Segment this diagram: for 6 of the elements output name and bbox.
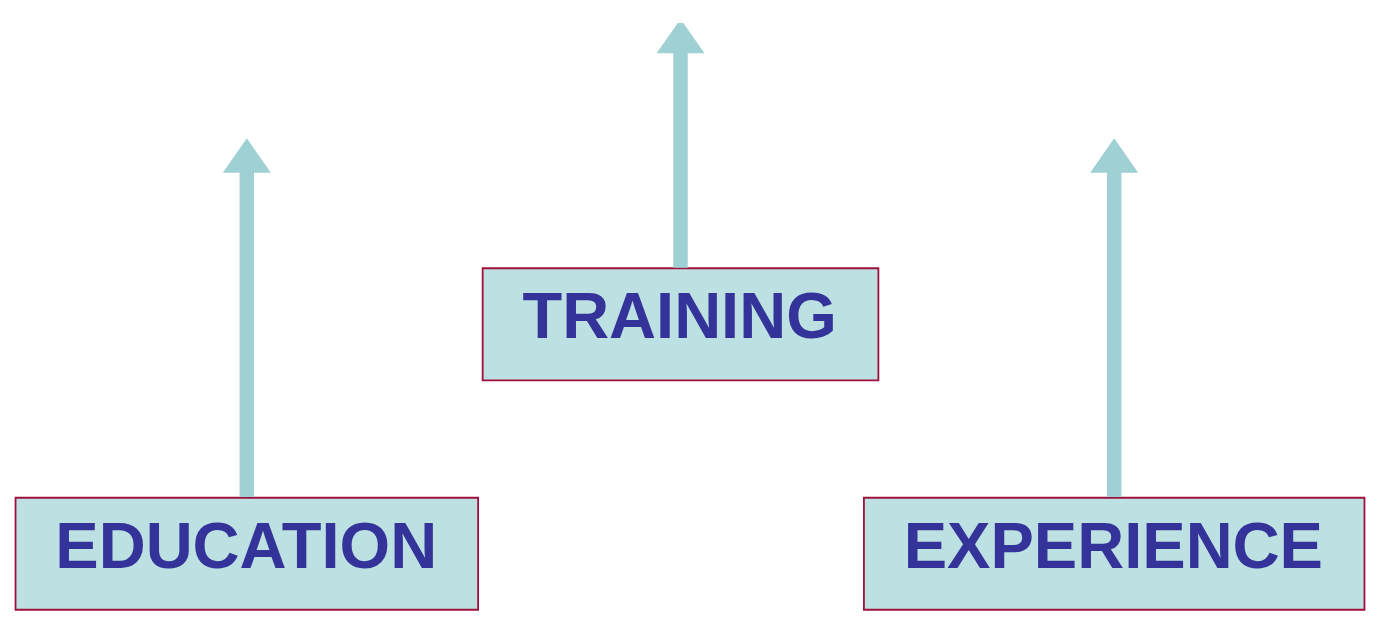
arrow [656, 22, 705, 268]
node-box: EDUCATION [14, 496, 480, 611]
arrow [1090, 137, 1139, 497]
node-box: EXPERIENCE [863, 496, 1366, 611]
arrow [222, 137, 271, 497]
node-box: TRAINING [481, 266, 880, 381]
